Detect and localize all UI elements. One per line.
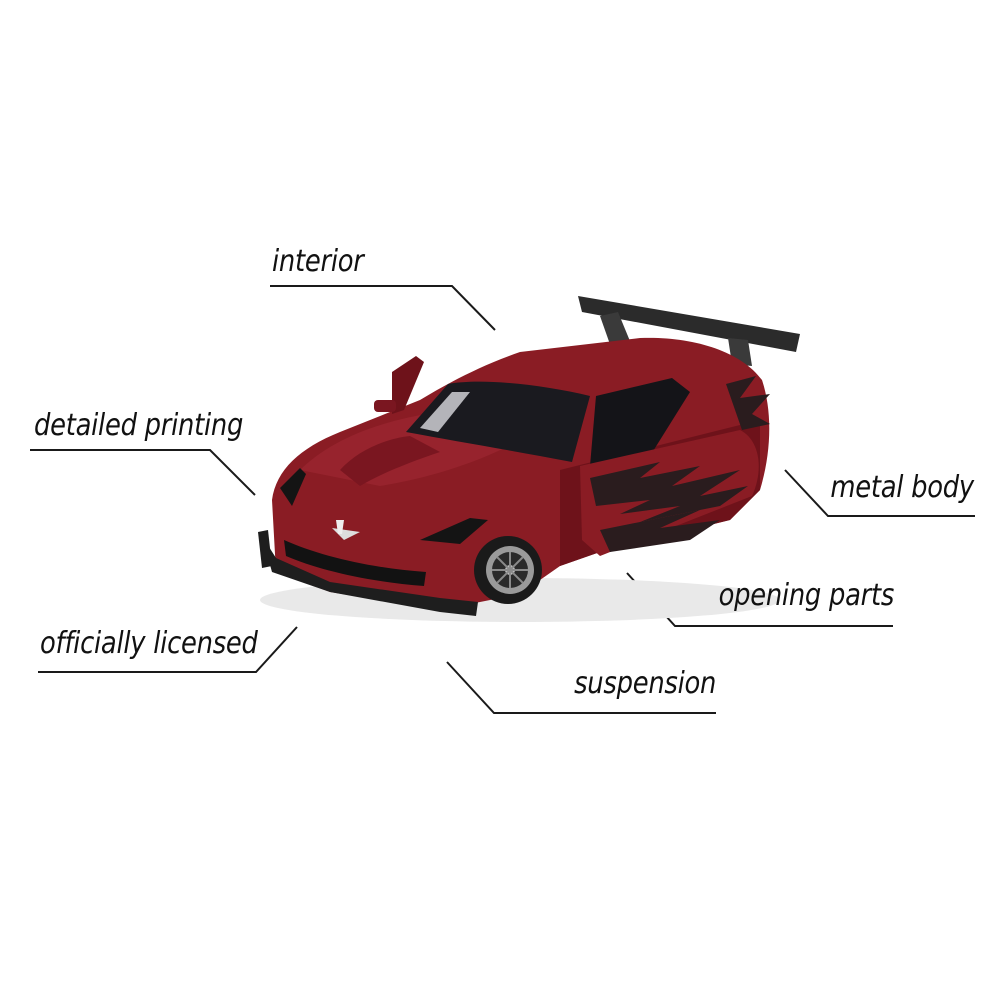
callout-opening-parts: opening parts [718, 578, 895, 613]
callout-metal-body: metal body [830, 470, 974, 505]
leader-line-metal-body [784, 469, 975, 517]
front-splitter [258, 530, 478, 616]
front-wheel [474, 536, 542, 604]
callout-officially-licensed: officially licensed [40, 626, 258, 661]
leader-line-detailed-printing [30, 449, 256, 496]
open-door [580, 430, 759, 556]
side-mirror [374, 400, 396, 412]
callout-detailed-printing: detailed printing [34, 408, 244, 443]
front-grille [284, 540, 426, 586]
corvette-emblem [332, 520, 360, 540]
leader-line-suspension [446, 661, 716, 714]
callout-interior: interior [272, 244, 364, 279]
headlight-right [420, 518, 488, 544]
leader-line-interior [270, 285, 496, 331]
passenger-door-raised [392, 356, 424, 414]
callout-suspension: suspension [573, 666, 716, 701]
side-window [590, 378, 690, 466]
rear-flame-graphic [726, 376, 770, 430]
leader-line-officially-licensed [38, 626, 298, 673]
headlight-left [280, 468, 306, 506]
